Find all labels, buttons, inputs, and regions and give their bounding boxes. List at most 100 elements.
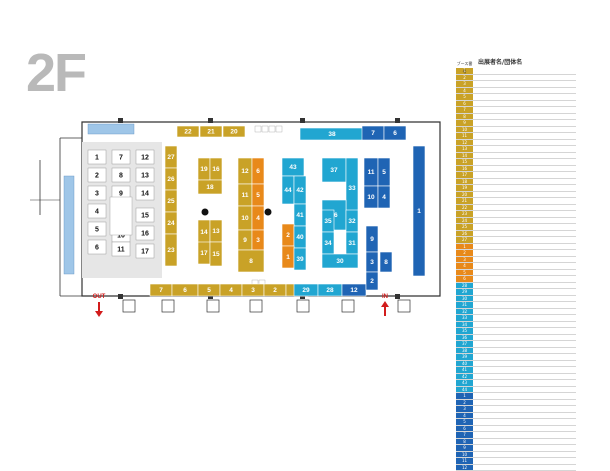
booth-cyan-43[interactable]: 43 (282, 158, 304, 176)
side-booth-11[interactable]: 11 (112, 242, 130, 256)
booth-gold-9[interactable]: 9 (238, 230, 252, 250)
booth-gold-12[interactable]: 12 (238, 158, 252, 184)
booth-cyan-44[interactable]: 44 (282, 176, 294, 204)
booth-number: 29 (302, 287, 310, 294)
booth-cyan-41[interactable]: 41 (294, 204, 306, 226)
booth-blue-6[interactable]: 6 (384, 126, 406, 140)
booth-gold-17[interactable]: 17 (198, 242, 210, 264)
booth-gold-2[interactable]: 2 (264, 284, 286, 296)
side-room-center-block (110, 197, 132, 235)
booth-blue-9[interactable]: 9 (366, 226, 378, 252)
side-booth-16[interactable]: 16 (136, 226, 154, 240)
side-booth-14[interactable]: 14 (136, 186, 154, 200)
booth-gold-5[interactable]: 5 (198, 284, 220, 296)
side-booth-7[interactable]: 7 (112, 150, 130, 164)
booth-number: 32 (348, 218, 356, 225)
side-booth-6[interactable]: 6 (88, 240, 106, 254)
booth-gold-13[interactable]: 13 (210, 220, 222, 242)
bottom-wall-pads (123, 300, 410, 312)
side-booth-number: 8 (119, 173, 123, 180)
booth-cyan-31[interactable]: 31 (346, 232, 358, 254)
booth-cyan-29[interactable]: 29 (294, 284, 318, 296)
booth-gold-16[interactable]: 16 (210, 158, 222, 180)
booth-orange-6[interactable]: 6 (252, 158, 264, 184)
exhibitor-name (473, 153, 576, 159)
exhibitor-name (473, 328, 576, 334)
side-booth-2[interactable]: 2 (88, 168, 106, 182)
booth-gold-23[interactable]: 23 (165, 234, 177, 266)
booth-gold-10[interactable]: 10 (238, 206, 252, 230)
booth-orange-3[interactable]: 3 (252, 230, 264, 250)
booth-gold-15[interactable]: 15 (210, 242, 222, 266)
exhibitor-booth-number: 44 (456, 387, 473, 393)
exhibitor-name (473, 413, 576, 419)
exhibitor-name (473, 315, 576, 321)
exhibitor-name (473, 250, 576, 256)
booth-cyan-33[interactable]: 33 (346, 158, 358, 218)
booth-blue-4[interactable]: 4 (378, 186, 390, 208)
booth-number: 9 (243, 237, 247, 244)
booth-blue-8[interactable]: 8 (380, 252, 392, 272)
booth-number: 5 (207, 287, 211, 294)
booth-gold-18[interactable]: 18 (198, 180, 222, 194)
booth-blue-3[interactable]: 3 (366, 252, 378, 272)
booth-gold-20[interactable]: 20 (223, 126, 245, 137)
booth-orange-4[interactable]: 4 (252, 206, 264, 230)
booth-blue-11[interactable]: 11 (364, 158, 378, 186)
booth-blue-7[interactable]: 7 (362, 126, 384, 140)
booth-orange-5[interactable]: 5 (252, 184, 264, 206)
booth-blue-12[interactable]: 12 (342, 284, 366, 296)
booth-gold-7[interactable]: 7 (150, 284, 172, 296)
side-booth-13[interactable]: 13 (136, 168, 154, 182)
booth-orange-2[interactable]: 2 (282, 224, 294, 246)
exhibitor-name (473, 465, 576, 471)
booth-number: 12 (350, 287, 358, 294)
booth-number: 26 (167, 176, 175, 183)
booth-cyan-40[interactable]: 40 (294, 226, 306, 248)
booth-cyan-38[interactable]: 38 (300, 128, 364, 140)
side-booth-4[interactable]: 4 (88, 204, 106, 218)
booth-gold-27[interactable]: 27 (165, 146, 177, 168)
exhibitor-row[interactable]: 12 (456, 465, 576, 471)
booth-number: 10 (367, 194, 375, 201)
booth-cyan-28[interactable]: 28 (318, 284, 342, 296)
booth-cyan-35[interactable]: 35 (322, 210, 334, 232)
booth-gold-22[interactable]: 22 (177, 126, 199, 137)
side-booth-3[interactable]: 3 (88, 186, 106, 200)
booth-gold-3[interactable]: 3 (242, 284, 264, 296)
booth-gold-25[interactable]: 25 (165, 190, 177, 212)
booth-blue-1[interactable]: 1 (413, 146, 425, 276)
booth-gold-4[interactable]: 4 (220, 284, 242, 296)
booth-gold-8[interactable]: 8 (238, 250, 264, 272)
booth-orange-1[interactable]: 1 (282, 246, 294, 268)
exhibitor-booth-number: 17 (456, 172, 473, 178)
side-booth-17[interactable]: 17 (136, 244, 154, 258)
booth-blue-10[interactable]: 10 (364, 186, 378, 208)
booth-gold-21[interactable]: 21 (200, 126, 222, 137)
booth-gold-6[interactable]: 6 (172, 284, 198, 296)
exhibitor-booth-number: 3 (456, 257, 473, 263)
exhibitor-name (473, 270, 576, 276)
side-booth-8[interactable]: 8 (112, 168, 130, 182)
side-booth-12[interactable]: 12 (136, 150, 154, 164)
booth-cyan-37[interactable]: 37 (322, 158, 346, 182)
side-booth-5[interactable]: 5 (88, 222, 106, 236)
booth-cyan-42[interactable]: 42 (294, 176, 306, 204)
booth-gold-14[interactable]: 14 (198, 220, 210, 244)
booth-number: 43 (289, 164, 297, 171)
booth-blue-5[interactable]: 5 (378, 158, 390, 186)
booth-cyan-34[interactable]: 34 (322, 232, 334, 254)
booth-number: 27 (167, 154, 175, 161)
booth-blue-2[interactable]: 2 (366, 272, 378, 290)
booth-gold-19[interactable]: 19 (198, 158, 210, 180)
side-booth-15[interactable]: 15 (136, 208, 154, 222)
booth-cyan-30[interactable]: 30 (322, 254, 358, 268)
booth-cyan-32[interactable]: 32 (346, 210, 358, 232)
booth-gold-24[interactable]: 24 (165, 212, 177, 234)
booth-gold-11[interactable]: 11 (238, 184, 252, 206)
side-booth-1[interactable]: 1 (88, 150, 106, 164)
booth-cyan-39[interactable]: 39 (294, 248, 306, 270)
booth-gold-26[interactable]: 26 (165, 168, 177, 190)
exhibitor-name (473, 231, 576, 237)
booth-number: 11 (242, 192, 249, 199)
